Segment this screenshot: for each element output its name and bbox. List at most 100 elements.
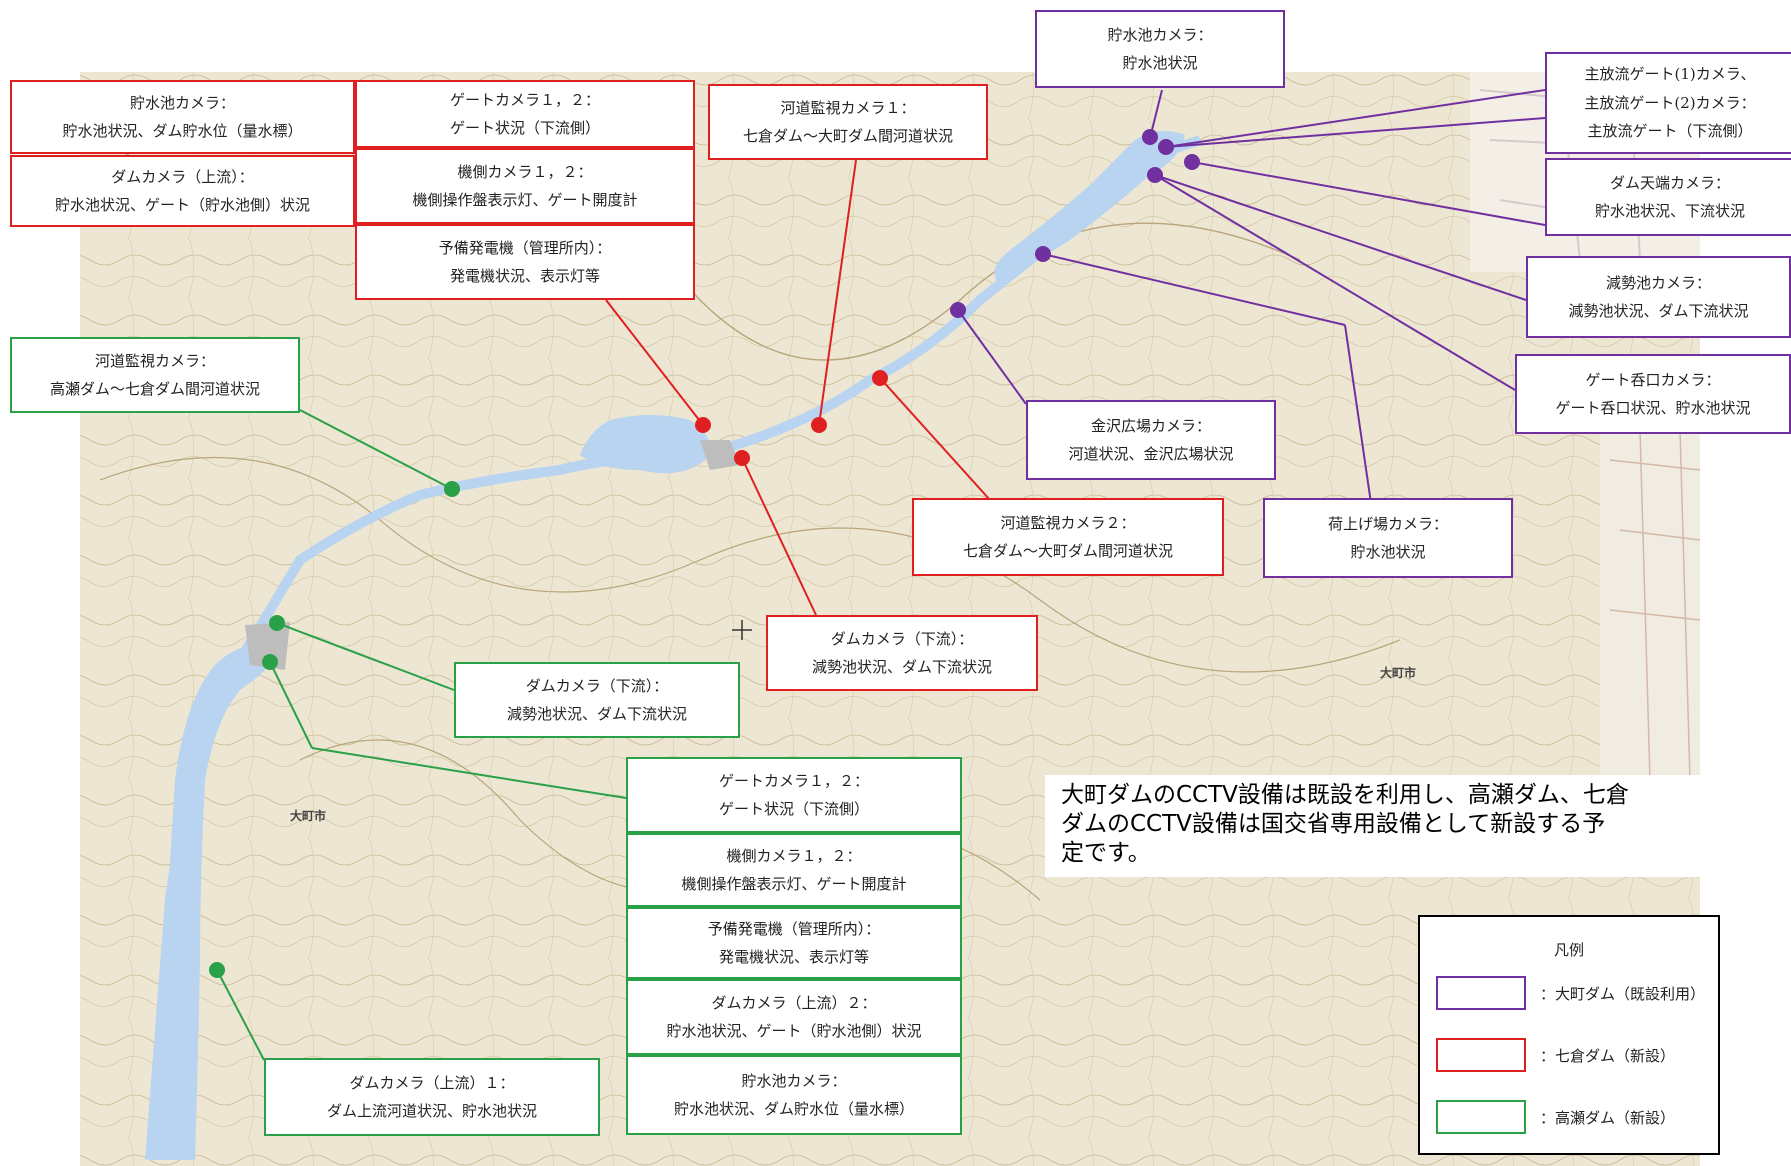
label-box-nanakura-gate-camera: ゲートカメラ１，２： ゲート状況（下流側） bbox=[355, 80, 695, 148]
label-box-unloading-area-camera: 荷上げ場カメラ： 貯水池状況 bbox=[1263, 498, 1513, 578]
label-box-nanakura-river-camera-1: 河道監視カメラ１： 七倉ダム～大町ダム間河道状況 bbox=[708, 84, 988, 160]
label-line: ゲート呑口カメラ： bbox=[1585, 370, 1721, 389]
legend-label-nanakura: ：七倉ダム（新設） bbox=[1540, 1046, 1676, 1065]
label-line: 河道監視カメラ： bbox=[94, 351, 215, 370]
label-box-takase-gate-camera: ゲートカメラ１，２： ゲート状況（下流側） bbox=[626, 757, 962, 833]
legend-label-omachi: ：大町ダム（既設利用） bbox=[1540, 984, 1706, 1003]
nanakura-reservoir bbox=[580, 415, 710, 474]
label-line: 河道監視カメラ１： bbox=[780, 98, 916, 117]
label-line: 貯水池カメラ： bbox=[129, 93, 235, 112]
camera-point-omachi-basin bbox=[1147, 167, 1163, 183]
legend-label-takase: ：高瀬ダム（新設） bbox=[1540, 1108, 1676, 1127]
label-line: 主放流ゲート(1)カメラ、 bbox=[1584, 65, 1756, 84]
label-line: 機側操作盤表示灯、ゲート開度計 bbox=[412, 191, 638, 209]
label-line: 機側操作盤表示灯、ゲート開度計 bbox=[681, 875, 907, 893]
label-line: 七倉ダム～大町ダム間河道状況 bbox=[742, 127, 953, 145]
label-line: 機側カメラ１，２： bbox=[726, 846, 862, 865]
label-box-kanazawa-plaza-camera: 金沢広場カメラ： 河道状況、金沢広場状況 bbox=[1026, 400, 1276, 480]
label-box-nanakura-reservoir-camera: 貯水池カメラ： 貯水池状況、ダム貯水位（量水標） bbox=[10, 80, 355, 154]
omachi-city-label-2: 大町市 bbox=[290, 808, 326, 823]
label-line: 機側カメラ１，２： bbox=[457, 162, 593, 181]
label-line: 貯水池状況、ダム貯水位（量水標） bbox=[62, 122, 303, 140]
label-box-takase-reservoir-camera: 貯水池カメラ： 貯水池状況、ダム貯水位（量水標） bbox=[626, 1055, 962, 1135]
label-box-omachi-intake-camera: ゲート呑口カメラ： ゲート呑口状況、貯水池状況 bbox=[1515, 354, 1791, 434]
label-line: 貯水池状況、ダム貯水位（量水標） bbox=[673, 1100, 914, 1118]
label-box-takase-dam-upstream-camera-2: ダムカメラ（上流）２： 貯水池状況、ゲート（貯水池側）状況 bbox=[626, 979, 962, 1055]
label-line: 七倉ダム～大町ダム間河道状況 bbox=[962, 542, 1173, 560]
label-box-takase-river-camera: 河道監視カメラ： 高瀬ダム～七倉ダム間河道状況 bbox=[10, 337, 300, 413]
label-box-nanakura-river-camera-2: 河道監視カメラ２： 七倉ダム～大町ダム間河道状況 bbox=[912, 498, 1224, 576]
label-box-nanakura-dam-downstream-camera: ダムカメラ（下流）： 減勢池状況、ダム下流状況 bbox=[766, 615, 1038, 691]
label-line: 河道監視カメラ２： bbox=[1000, 513, 1136, 532]
label-line: ゲートカメラ１，２： bbox=[449, 90, 600, 109]
label-line: 減勢池状況、ダム下流状況 bbox=[1568, 302, 1749, 320]
camera-point-omachi-reservoir bbox=[1142, 129, 1158, 145]
camera-point-omachi-unloading bbox=[1035, 246, 1051, 262]
label-line: 予備発電機（管理所内）： bbox=[707, 919, 881, 938]
legend-swatch-red bbox=[1436, 1038, 1526, 1072]
label-box-takase-generator: 予備発電機（管理所内）： 発電機状況、表示灯等 bbox=[626, 907, 962, 979]
crosshair-marker bbox=[732, 620, 752, 640]
cctv-note-text: 大町ダムのCCTV設備は既設を利用し、高瀬ダム、七倉 ダムのCCTV設備は国交省… bbox=[1045, 775, 1791, 878]
label-line: ゲート呑口状況、貯水池状況 bbox=[1555, 399, 1751, 417]
legend-swatch-green bbox=[1436, 1100, 1526, 1134]
label-line: 減勢池状況、ダム下流状況 bbox=[506, 705, 687, 723]
label-line: 貯水池状況、ゲート（貯水池側）状況 bbox=[54, 196, 310, 214]
label-line: ダムカメラ（上流）１： bbox=[349, 1073, 515, 1092]
label-line: ゲート状況（下流側） bbox=[449, 119, 600, 137]
label-line: 貯水池状況、ゲート（貯水池側）状況 bbox=[666, 1022, 922, 1040]
label-line: ダムカメラ（上流）： bbox=[111, 167, 254, 186]
label-line: ゲート状況（下流側） bbox=[718, 800, 869, 818]
label-box-nanakura-machine-camera: 機側カメラ１，２： 機側操作盤表示灯、ゲート開度計 bbox=[355, 148, 695, 224]
legend-row-nanakura: ：七倉ダム（新設） bbox=[1436, 1037, 1675, 1073]
label-line: 予備発電機（管理所内）： bbox=[438, 238, 612, 257]
label-line: 発電機状況、表示灯等 bbox=[718, 948, 869, 966]
label-line: 減勢池状況、ダム下流状況 bbox=[811, 658, 992, 676]
camera-point-takase-upstream1 bbox=[209, 962, 225, 978]
label-box-takase-machine-camera: 機側カメラ１，２： 機側操作盤表示灯、ゲート開度計 bbox=[626, 833, 962, 907]
label-line: 金沢広場カメラ： bbox=[1090, 416, 1211, 435]
label-line: 貯水池状況、下流状況 bbox=[1594, 202, 1745, 220]
label-line: 主放流ゲート(2)カメラ： bbox=[1584, 93, 1756, 112]
camera-point-nanakura-river2 bbox=[872, 370, 888, 386]
label-box-omachi-main-gate-camera: 主放流ゲート(1)カメラ、 主放流ゲート(2)カメラ： 主放流ゲート（下流側） bbox=[1545, 52, 1791, 154]
label-box-nanakura-dam-upstream-camera: ダムカメラ（上流）： 貯水池状況、ゲート（貯水池側）状況 bbox=[10, 155, 355, 227]
label-box-takase-dam-upstream-camera-1: ダムカメラ（上流）１： ダム上流河道状況、貯水池状況 bbox=[264, 1058, 600, 1136]
label-line: ダムカメラ（上流）２： bbox=[711, 993, 877, 1012]
label-box-omachi-basin-camera: 減勢池カメラ： 減勢池状況、ダム下流状況 bbox=[1526, 256, 1791, 338]
legend-row-takase: ：高瀬ダム（新設） bbox=[1436, 1099, 1675, 1135]
label-line: 貯水池カメラ： bbox=[741, 1071, 847, 1090]
legend-title: 凡例 bbox=[1553, 941, 1584, 959]
label-line: 荷上げ場カメラ： bbox=[1327, 514, 1448, 533]
label-line: ダム天端カメラ： bbox=[1609, 173, 1730, 192]
label-line: ダム上流河道状況、貯水池状況 bbox=[326, 1102, 537, 1120]
label-line: ダムカメラ（下流）： bbox=[525, 676, 669, 695]
label-box-nanakura-generator: 予備発電機（管理所内）： 発電機状況、表示灯等 bbox=[355, 224, 695, 300]
legend: 凡例 ：大町ダム（既設利用） ：七倉ダム（新設） ：高瀬ダム（新設） bbox=[1418, 915, 1720, 1155]
label-box-omachi-reservoir-camera: 貯水池カメラ： 貯水池状況 bbox=[1035, 10, 1285, 88]
legend-swatch-purple bbox=[1436, 976, 1526, 1010]
label-box-takase-dam-downstream-camera: ダムカメラ（下流）： 減勢池状況、ダム下流状況 bbox=[454, 662, 740, 738]
camera-point-nanakura-downstream bbox=[734, 450, 750, 466]
label-line: 減勢池カメラ： bbox=[1605, 273, 1711, 292]
label-line: 発電機状況、表示灯等 bbox=[449, 267, 600, 285]
legend-row-omachi: ：大町ダム（既設利用） bbox=[1436, 975, 1705, 1011]
camera-point-nanakura-river1 bbox=[811, 417, 827, 433]
label-line: 貯水池カメラ： bbox=[1107, 25, 1213, 44]
camera-point-omachi-kanazawa bbox=[950, 302, 966, 318]
label-line: 主放流ゲート（下流側） bbox=[1587, 122, 1753, 141]
label-line: 河道状況、金沢広場状況 bbox=[1068, 445, 1234, 463]
label-line: ゲートカメラ１，２： bbox=[718, 771, 869, 790]
label-line: 貯水池状況 bbox=[1122, 54, 1198, 72]
label-line: 貯水池状況 bbox=[1350, 543, 1426, 561]
label-box-omachi-crest-camera: ダム天端カメラ： 貯水池状況、下流状況 bbox=[1545, 158, 1791, 236]
takase-reservoir bbox=[155, 641, 280, 1160]
camera-point-omachi-main-gate bbox=[1158, 139, 1174, 155]
camera-point-takase-river bbox=[444, 481, 460, 497]
label-line: ダムカメラ（下流）： bbox=[830, 629, 974, 648]
label-line: 高瀬ダム～七倉ダム間河道状況 bbox=[49, 380, 260, 398]
camera-point-nanakura-dam bbox=[695, 417, 711, 433]
omachi-city-label-1: 大町市 bbox=[1380, 665, 1416, 680]
camera-point-omachi-crest bbox=[1184, 154, 1200, 170]
camera-point-takase-dam bbox=[262, 654, 278, 670]
